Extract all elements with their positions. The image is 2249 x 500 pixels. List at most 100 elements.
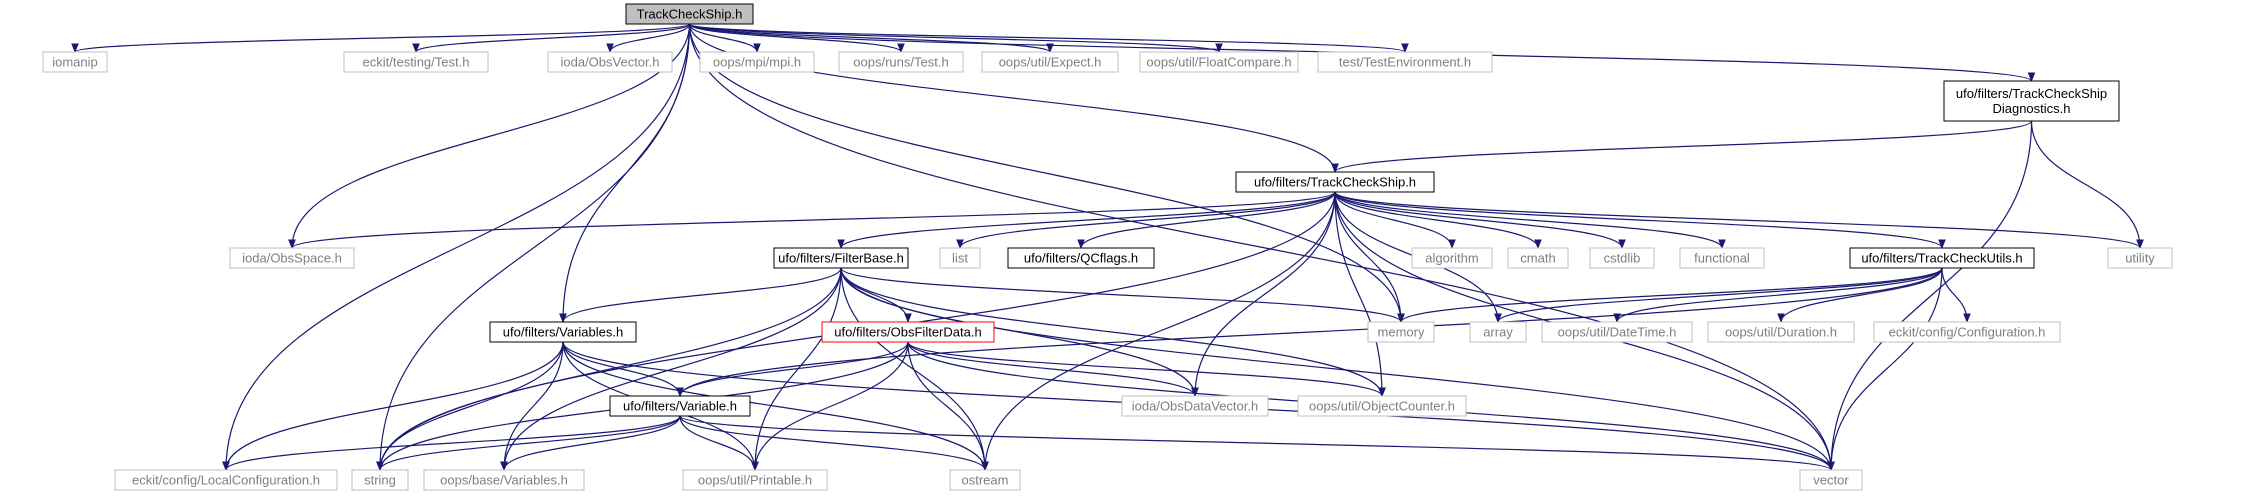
edge-root-to-oops_runs_test xyxy=(688,23,905,53)
node-label: ufo/filters/QCflags.h xyxy=(1024,251,1138,266)
node-ufo-filters-trackcheckutils-h[interactable]: ufo/filters/TrackCheckUtils.h xyxy=(1849,247,2035,269)
node-box xyxy=(1541,321,1693,343)
edge-line xyxy=(1941,267,1971,323)
node-box xyxy=(1507,247,1569,269)
edge-line xyxy=(376,341,564,471)
node-box xyxy=(939,247,981,269)
edge-tcs-to-utility xyxy=(1334,191,2144,249)
edge-variable-to-printable xyxy=(679,415,759,471)
edge-diagnostics-to-vector xyxy=(1827,120,2033,471)
node-box xyxy=(1139,51,1299,73)
edge-line xyxy=(1331,120,2033,173)
edge-tcs-to-algorithm xyxy=(1334,191,1456,249)
edge-line xyxy=(559,267,842,323)
node-box xyxy=(1799,469,1863,491)
edge-line xyxy=(1827,267,1943,471)
edge-line xyxy=(840,267,1386,397)
edge-line xyxy=(562,341,684,397)
node-box xyxy=(1235,171,1435,193)
node-label: ufo/filters/ObsFilterData.h xyxy=(834,325,981,340)
edge-variable-to-string xyxy=(376,415,681,471)
edge-root-to-oops_mpi xyxy=(688,23,761,53)
edge-line xyxy=(606,23,691,53)
node-oops-util-floatcompare-h: oops/util/FloatCompare.h xyxy=(1139,51,1299,73)
edge-line xyxy=(840,267,1405,323)
node-eckit-config-localconfiguration-h: eckit/config/LocalConfiguration.h xyxy=(114,469,338,491)
edge-filterbase-to-vector xyxy=(840,267,1835,471)
edge-line xyxy=(1334,191,1386,397)
node-array: array xyxy=(1469,321,1527,343)
node-box xyxy=(1297,395,1467,417)
edge-line xyxy=(688,23,1405,323)
edge-variables-to-string xyxy=(376,341,564,471)
node-trackcheckship-h[interactable]: TrackCheckShip.h xyxy=(625,3,754,25)
node-label: oops/runs/Test.h xyxy=(853,55,948,70)
edge-filterbase-to-objectcounter xyxy=(840,267,1386,397)
node-ufo-filters-variable-h[interactable]: ufo/filters/Variable.h xyxy=(609,395,751,417)
node-box xyxy=(981,51,1119,73)
edge-line xyxy=(376,23,691,471)
node-label: eckit/config/LocalConfiguration.h xyxy=(132,473,320,488)
node-label: iomanip xyxy=(52,55,98,70)
node-box xyxy=(625,3,754,25)
edge-line xyxy=(1777,267,1943,323)
edge-obsfilterdata-to-obsdatavector xyxy=(907,341,1199,397)
node-ioda-obsvector-h: ioda/ObsVector.h xyxy=(547,51,673,73)
edge-line xyxy=(688,23,1223,53)
edge-line xyxy=(676,341,909,397)
node-box xyxy=(2107,247,2173,269)
edge-variable-to-vector xyxy=(679,415,1835,471)
edge-line xyxy=(1334,191,1542,249)
node-ufo-filters-obsfilterdata-h[interactable]: ufo/filters/ObsFilterData.h xyxy=(821,321,995,343)
edge-filterbase-to-string xyxy=(376,267,842,471)
node-label: TrackCheckShip.h xyxy=(637,7,743,22)
node-oops-util-objectcounter-h: oops/util/ObjectCounter.h xyxy=(1297,395,1467,417)
edge-obsfilterdata-to-printable xyxy=(751,341,909,471)
edge-filterbase-to-memory xyxy=(840,267,1405,323)
node-iomanip: iomanip xyxy=(42,51,108,73)
node-ufo-filters-trackcheckship-h[interactable]: ufo/filters/TrackCheckShip.h xyxy=(1235,171,1435,193)
node-label: memory xyxy=(1378,325,1425,340)
node-ufo-filters-qcflags-h[interactable]: ufo/filters/QCflags.h xyxy=(1007,247,1155,269)
node-box xyxy=(1873,321,2061,343)
edge-line xyxy=(688,23,1409,53)
edge-tcs-to-obsdatavector xyxy=(1191,191,1336,397)
node-box xyxy=(838,51,964,73)
node-label: eckit/config/Configuration.h xyxy=(1889,325,2046,340)
node-label: oops/base/Variables.h xyxy=(440,473,568,488)
node-box xyxy=(547,51,673,73)
edge-root-to-memory xyxy=(688,23,1405,323)
edge-tcs-to-functional xyxy=(1334,191,1726,249)
edge-line xyxy=(500,267,842,471)
node-oops-runs-test-h: oops/runs/Test.h xyxy=(838,51,964,73)
edge-line xyxy=(907,341,989,471)
edge-line xyxy=(676,267,1943,397)
node-ufo-filters-filterbase-h[interactable]: ufo/filters/FilterBase.h xyxy=(773,247,909,269)
node-string: string xyxy=(351,469,409,491)
node-label: cmath xyxy=(1520,251,1555,266)
edge-tcs-to-list xyxy=(956,191,1336,249)
edge-variables-to-oops_base_variables xyxy=(500,341,564,471)
node-cmath: cmath xyxy=(1507,247,1569,269)
edge-line xyxy=(688,23,1835,471)
node-box xyxy=(423,469,585,491)
node-box xyxy=(1317,51,1493,73)
node-oops-base-variables-h: oops/base/Variables.h xyxy=(423,469,585,491)
node-box xyxy=(42,51,108,73)
node-label: oops/util/Duration.h xyxy=(1725,325,1837,340)
edge-root-to-oops_expect xyxy=(688,23,1054,53)
node-label: test/TestEnvironment.h xyxy=(1339,55,1471,70)
edge-line xyxy=(1613,267,1943,323)
node-oops-util-expect-h: oops/util/Expect.h xyxy=(981,51,1119,73)
node-box xyxy=(1707,321,1855,343)
edge-line xyxy=(907,341,1386,397)
edge-line xyxy=(679,415,1835,471)
edge-root-to-tcs xyxy=(688,23,1339,173)
edge-line xyxy=(1334,191,2144,249)
node-box xyxy=(351,469,409,491)
node-ufo-filters-variables-h[interactable]: ufo/filters/Variables.h xyxy=(489,321,637,343)
edge-line xyxy=(688,23,905,53)
node-label: ufo/filters/Variable.h xyxy=(623,399,737,414)
edge-obsfilterdata-to-ostream xyxy=(907,341,989,471)
